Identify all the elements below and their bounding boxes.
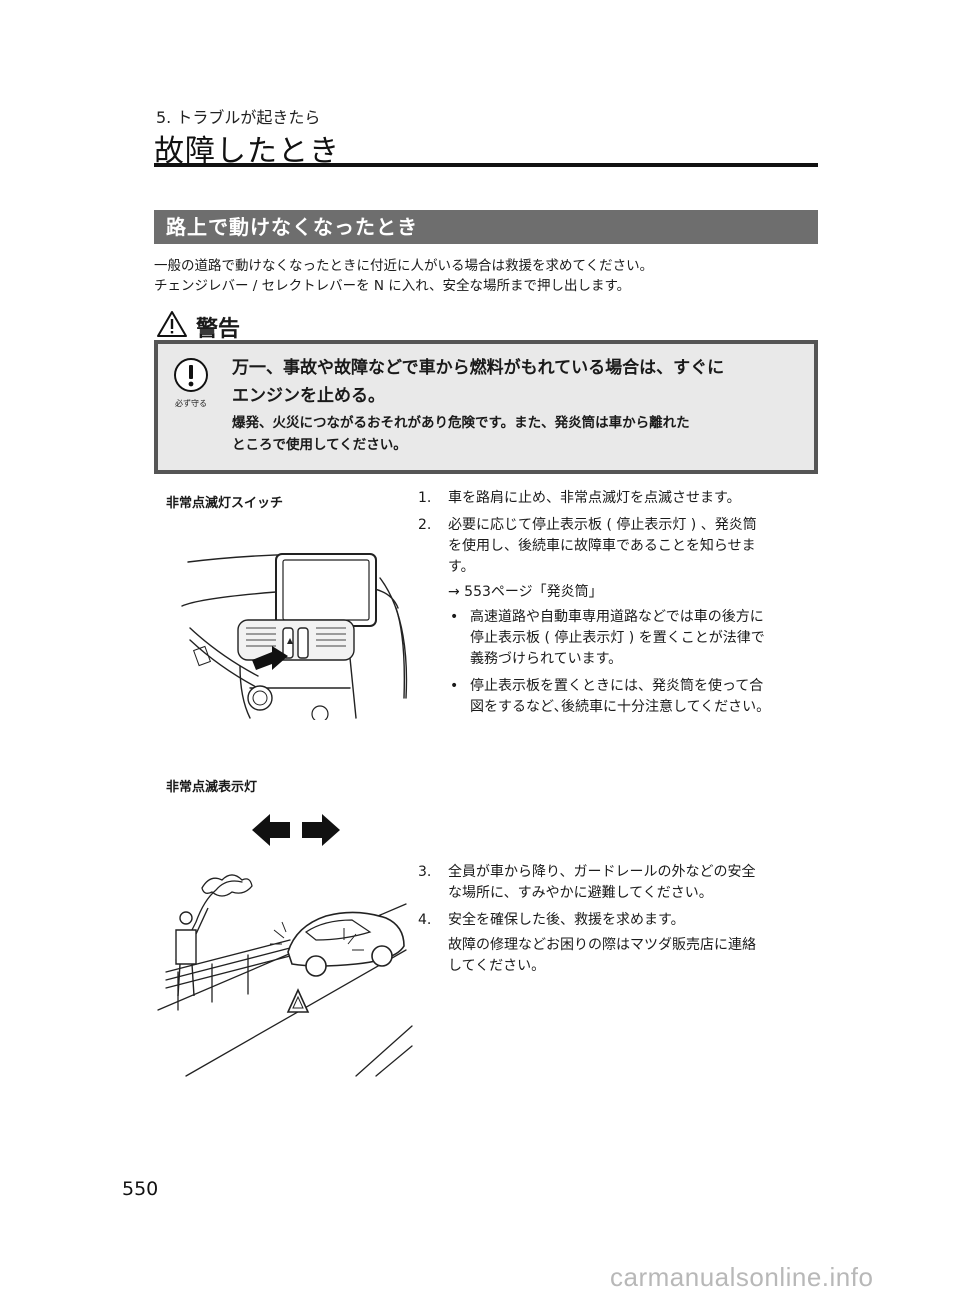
step-text: 安全を確保した後、救援を求めます。 [448, 912, 685, 928]
intro-line: 一般の道路で動けなくなったときに付近に人がいる場合は救援を求めてください。 [154, 258, 654, 274]
section-heading: 路上で動けなくなったとき [154, 210, 818, 244]
hazard-switch-caption: 非常点滅灯スイッチ [166, 496, 284, 511]
arrow-left-icon [252, 814, 290, 846]
step-4: 4. 安全を確保した後、救援を求めます。 故障の修理などお困りの際はマツダ販売店… [418, 910, 822, 977]
step-line: 全員が車から降り、ガードレールの外などの安全 [448, 864, 756, 880]
exclamation-circle-icon [174, 358, 208, 392]
warning-main-line: 万一、事故や故障などで車から燃料がもれている場合は、すぐに [232, 358, 725, 378]
bullet-line: 停止表示板を置くときには、発炎筒を使って合 [470, 678, 764, 694]
hazard-lamp-caption: 非常点滅表示灯 [166, 780, 258, 795]
step-line: す。 [448, 559, 475, 575]
step-number: 3. [418, 864, 432, 880]
bullet-dot: • [450, 678, 459, 694]
step-line: な場所に、すみやかに避難してください。 [448, 885, 713, 901]
warning-box [154, 340, 818, 474]
intro-line: チェンジレバー / セレクトレバーを N に入れ、安全な場所まで押し出します。 [154, 278, 631, 294]
roadside-evacuation-illustration [157, 874, 413, 1077]
page-number: 550 [122, 1178, 159, 1200]
step-number: 1. [418, 490, 432, 506]
warning-main-text: 万一、事故や故障などで車から燃料がもれている場合は、すぐに エンジンを止める。 [232, 354, 802, 410]
bullet-line: 高速道路や自動車専用道路などでは車の後方に [470, 609, 764, 625]
bullet-line: 義務づけられています。 [470, 651, 623, 667]
warning-main-line: エンジンを止める。 [232, 386, 385, 406]
step-line: 必要に応じて停止表示板 ( 停止表示灯 ) 、発炎筒 [448, 517, 757, 533]
warning-detail-text: 爆発、火災につながるおそれがあり危険です。また、発炎筒は車から離れた ところで使… [232, 412, 802, 456]
step-2: 2. 必要に応じて停止表示板 ( 停止表示灯 ) 、発炎筒 を使用し、後続車に故… [418, 515, 822, 718]
step-number: 4. [418, 912, 432, 928]
bullet-line: 図をするなど､後続車に十分注意してください。 [470, 699, 771, 715]
warning-triangle-icon [157, 311, 187, 337]
warning-detail-line: ところで使用してください。 [232, 437, 407, 453]
title-rule [154, 163, 818, 167]
bullet-item: • 停止表示板を置くときには、発炎筒を使って合 図をするなど､後続車に十分注意し… [448, 676, 822, 718]
must-follow-label: 必ず守る [175, 399, 207, 408]
arrow-right-icon [302, 814, 340, 846]
steps-list-2: 3. 全員が車から降り、ガードレールの外などの安全 な場所に、すみやかに避難して… [418, 862, 822, 983]
watermark: carmanualsonline.info [610, 1262, 874, 1292]
warning-label: 警告 [196, 317, 241, 342]
step-1: 1. 車を路肩に止め、非常点滅灯を点滅させます。 [418, 488, 822, 509]
step-line: を使用し、後続車に故障車であることを知らせま [448, 538, 756, 554]
bullet-line: 停止表示板 ( 停止表示灯 ) を置くことが法律で [470, 630, 765, 646]
steps-list-1: 1. 車を路肩に止め、非常点滅灯を点滅させます。 2. 必要に応じて停止表示板 … [418, 488, 822, 724]
intro-text: 一般の道路で動けなくなったときに付近に人がいる場合は救援を求めてください。 チェ… [154, 256, 653, 296]
step-text: 車を路肩に止め、非常点滅灯を点滅させます。 [448, 490, 741, 506]
page-reference: → 553ページ「発炎筒」 [448, 584, 603, 600]
step-number: 2. [418, 517, 432, 533]
warning-detail-line: 爆発、火災につながるおそれがあり危険です。また、発炎筒は車から離れた [232, 415, 690, 431]
bullet-dot: • [450, 609, 459, 625]
must-follow-badge: 必ず守る [172, 358, 210, 414]
step-note-line: してください。 [448, 958, 546, 974]
step-note-line: 故障の修理などお困りの際はマツダ販売店に連絡 [448, 937, 756, 953]
dashboard-illustration [181, 552, 408, 720]
step-3: 3. 全員が車から降り、ガードレールの外などの安全 な場所に、すみやかに避難して… [418, 862, 822, 904]
chapter-label: 5. トラブルが起きたら [156, 108, 321, 127]
bullet-item: • 高速道路や自動車専用道路などでは車の後方に 停止表示板 ( 停止表示灯 ) … [448, 607, 822, 670]
